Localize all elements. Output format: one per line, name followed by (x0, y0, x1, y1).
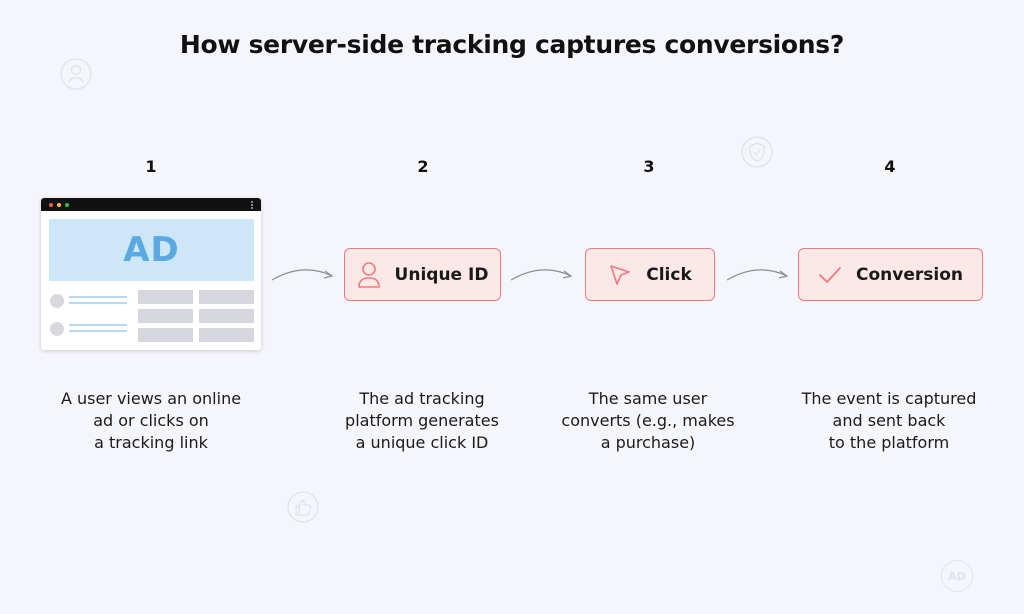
avatar (50, 294, 64, 308)
cursor-icon (608, 263, 632, 287)
ad-badge-label: AD (948, 570, 966, 583)
maximize-dot-icon (65, 203, 69, 207)
step-number-4: 4 (870, 157, 910, 176)
page-title: How server-side tracking captures conver… (0, 30, 1024, 59)
text-line (69, 302, 127, 304)
text-line (69, 296, 127, 298)
user-icon (357, 261, 381, 289)
step-3-description: The same user converts (e.g., makes a pu… (548, 388, 748, 454)
step-4-description: The event is captured and sent back to t… (789, 388, 989, 454)
step-1-description: A user views an online ad or clicks on a… (51, 388, 251, 454)
step-2-description: The ad tracking platform generates a uni… (322, 388, 522, 454)
minimize-dot-icon (57, 203, 61, 207)
browser-mockup: AD (41, 198, 261, 350)
ad-badge-icon: AD (941, 560, 973, 592)
content-block (138, 309, 193, 323)
click-box: Click (585, 248, 715, 301)
thumbs-up-icon (286, 490, 320, 524)
user-icon (59, 57, 93, 91)
step-number-1: 1 (131, 157, 171, 176)
unique-id-box: Unique ID (344, 248, 501, 301)
step-number-2: 2 (403, 157, 443, 176)
close-dot-icon (49, 203, 53, 207)
content-block (199, 290, 254, 304)
menu-dots-icon (251, 201, 255, 209)
content-block (138, 290, 193, 304)
text-line (69, 330, 127, 332)
shield-icon (740, 135, 774, 169)
arrow-icon (725, 262, 791, 286)
arrow-icon (509, 262, 575, 286)
conversion-box: Conversion (798, 248, 983, 301)
text-line (69, 324, 127, 326)
browser-title-bar (41, 198, 261, 211)
content-block (138, 328, 193, 342)
content-block (199, 309, 254, 323)
checkmark-icon (818, 265, 842, 285)
content-block (199, 328, 254, 342)
unique-id-label: Unique ID (395, 265, 489, 285)
arrow-icon (270, 262, 336, 286)
step-number-3: 3 (629, 157, 669, 176)
ad-banner: AD (49, 219, 254, 281)
click-label: Click (646, 265, 692, 285)
conversion-label: Conversion (856, 265, 963, 285)
avatar (50, 322, 64, 336)
